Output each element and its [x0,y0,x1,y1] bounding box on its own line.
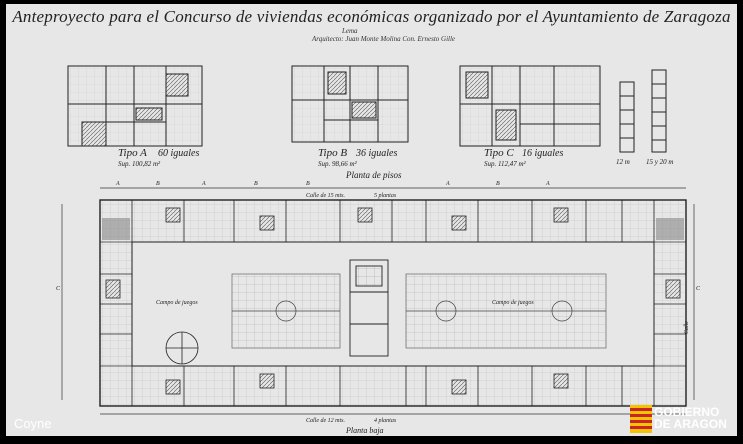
type-c-area: Sup. 112,47 m² [484,160,527,168]
drawing-title: Anteproyecto para el Concurso de viviend… [12,7,731,26]
type-a-count: 60 iguales [158,148,199,159]
svg-text:B: B [254,181,258,187]
central-pavilion [349,259,389,357]
bottom-floors-label: 4 plantas [374,417,397,424]
top-street-label: Calle de 15 mts. [306,193,345,199]
top-floors-label: 5 plantas [374,193,397,199]
logo-line-1: GOBIERNO [654,405,720,419]
unit-plan-type-a [67,65,203,147]
type-c-count: 16 iguales [522,148,563,159]
bottom-wing-apartments [99,365,687,407]
svg-text:B: B [306,181,310,187]
section-elevations [619,69,667,153]
svg-text:A: A [445,181,450,187]
svg-text:C: C [56,286,61,292]
svg-text:B: B [156,181,160,187]
elevation-12m-label: 12 m [616,158,630,166]
type-c-label: Tipo C [484,147,514,159]
type-b-label: Tipo B [318,147,347,159]
dimension-lines [61,187,695,415]
watermark-text: Coyne [14,416,52,431]
courtyard-right-label: Campo de juegos [492,300,534,306]
type-a-label: Tipo A [118,147,147,159]
svg-text:A: A [115,181,120,187]
logo-line-2: DE ARAGON [654,417,727,431]
garden-parterres [231,273,607,349]
courtyard-left-label: Campo de juegos [156,300,198,306]
type-a-area: Sup. 100,82 m² [118,160,161,168]
floor-plan-drawing: Tipo A 60 iguales Sup. 100,82 m² Tipo B … [56,65,701,435]
svg-text:B: B [496,181,500,187]
type-b-area: Sup. 98,66 m² [318,160,358,168]
side-street-label: Calle [684,321,690,334]
svg-text:A: A [201,181,206,187]
type-b-count: 36 iguales [355,148,397,159]
svg-text:A: A [545,181,550,187]
bottom-street-label: Calle de 12 mts. [306,418,345,424]
circular-fountain [165,331,199,365]
drawing-subtitle: Arquitecto: Juan Monte Molina Con. Ernes… [312,35,456,43]
aragon-flag-icon [630,405,652,433]
architectural-drawing-sheet: Anteproyecto para el Concurso de viviend… [6,4,737,436]
svg-text:C: C [696,286,701,292]
bottom-plan-title: Planta baja [345,426,384,435]
unit-plan-type-b [291,65,409,143]
unit-plan-type-c [459,65,601,147]
top-wing-apartments [99,199,687,243]
plan-main-title: Planta de pisos [345,170,402,180]
drawing-lema: Lema [342,27,358,35]
unit-marks-top: A B A B B A B A C C [56,181,701,292]
elevation-15-20m-label: 15 y 20 m [646,158,673,166]
gobierno-aragon-logo: GOBIERNO DE ARAGON [628,404,740,436]
side-wings [99,241,687,367]
